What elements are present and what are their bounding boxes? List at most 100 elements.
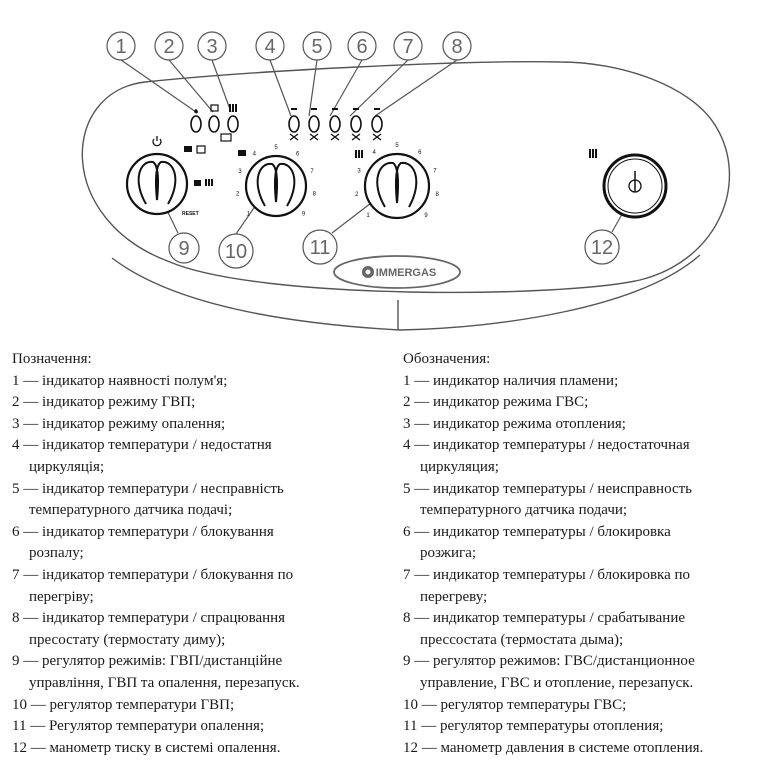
boiler-control-panel-diagram: 1 2 3 4 5 6 7 8 9 10 11 12 [81, 31, 730, 331]
callout-8 [374, 31, 472, 117]
legend-item-text: індикатор температури / блокування по [42, 566, 294, 583]
legend-item: 10 — регулятор температуры ГВС; [403, 695, 765, 717]
pressure-gauge-radiator-icon [589, 149, 597, 158]
callout-8-number: 8 [451, 36, 462, 58]
legend-item: 7 — індикатор температури / блокування п… [12, 565, 392, 587]
dial-tick-label: 2 [236, 192, 240, 198]
circulation-fault-icon [289, 133, 299, 141]
flame-icon [194, 109, 198, 114]
heating-mode-icon [205, 179, 213, 186]
legend-item-number: 2 — [12, 394, 42, 411]
legend-item: 1 — индикатор наличия пламени; [403, 371, 765, 393]
dial-tick-label: 4 [253, 152, 257, 158]
legend-item-text: индикатор температуры / срабатывание [433, 610, 686, 627]
legend-item-number: 12 — [403, 739, 441, 756]
legend-item-text: індикатор режиму опалення; [42, 415, 226, 432]
sensor-fault-icon [309, 133, 319, 141]
flame-indicator-led [190, 115, 202, 133]
callout-3-number: 3 [206, 36, 217, 58]
callout-11-number: 11 [310, 237, 331, 259]
dhw-indicator-led [208, 115, 220, 133]
legend-item-text: індикатор наявності полум'я; [42, 372, 228, 389]
legend-title: Позначення: [12, 349, 392, 371]
tap-icon [210, 104, 219, 112]
legend-item: 2 — індикатор режиму ГВП; [12, 392, 392, 414]
lock-icon [220, 133, 232, 142]
ignition-lock-icon [330, 133, 340, 141]
callout-10-number: 10 [225, 241, 247, 263]
dial-tick-label: 6 [296, 152, 300, 158]
reset-label: RESET [182, 211, 199, 217]
callout-6-number: 6 [356, 36, 367, 58]
brand-logo-text: IMMERGAS [376, 267, 437, 279]
temp-mark-4 [291, 108, 297, 110]
legend-item-text: индикатор режима отопления; [433, 415, 626, 432]
mode-selector-knob[interactable] [125, 152, 189, 216]
dhw-temperature-knob[interactable] [244, 154, 308, 218]
legend-item-number: 5 — [12, 480, 42, 497]
legend-item-text: индикатор температуры / недостаточная [433, 437, 690, 454]
legend-item-number: 9 — [12, 653, 42, 670]
dial-tick-label: 1 [366, 213, 370, 219]
power-icon [152, 136, 162, 147]
dial-tick-label: 4 [373, 150, 377, 156]
legend-item-continuation: розжига; [420, 545, 477, 562]
callout-11 [302, 199, 376, 265]
legend-item: 3 — індикатор режиму опалення; [12, 414, 392, 436]
legend-item-number: 6 — [403, 523, 433, 540]
callout-5-number: 5 [311, 36, 322, 58]
legend-item: 6 — индикатор температуры / блокировка [403, 522, 765, 544]
callout-7-number: 7 [402, 36, 413, 58]
legend-item-continuation: управління, ГВП та опалення, перезапуск. [29, 674, 300, 691]
dial-tick-label: 7 [310, 169, 314, 175]
legend-item-number: 12 — [12, 739, 50, 756]
callout-1 [106, 31, 197, 113]
legend-item: 11 — Регулятор температури опалення; [12, 716, 392, 738]
legend-item-number: 7 — [12, 566, 42, 583]
heating-indicator-led [227, 115, 239, 133]
legend-item-text: регулятор режимов: ГВС/дистанционное [433, 653, 695, 670]
legend-item-number: 1 — [403, 372, 433, 389]
heating-temperature-radiator-icon [355, 150, 363, 158]
pressostat-icon [372, 133, 382, 141]
legend-item: 8 — індикатор температури / спрацювання [12, 608, 392, 630]
legend-item-continuation: перегреву; [420, 588, 488, 605]
radiator-icon [229, 104, 237, 112]
temp-mark-7 [353, 108, 359, 110]
dial-tick-label: 7 [433, 168, 437, 174]
legend-russian: Обозначения: 1 — индикатор наличия пламе… [403, 349, 765, 759]
callout-4-number: 4 [264, 36, 275, 58]
legend-item: 12 — манометр тиску в системі опалення. [12, 738, 392, 760]
temperature-indicator-8-led [371, 115, 383, 133]
legend-title: Обозначения: [403, 349, 765, 371]
legend-item-continuation: температурного датчика подачі; [29, 502, 233, 519]
dial-tick-label: 3 [357, 168, 361, 174]
legend-item: 10 — регулятор температури ГВП; [12, 695, 392, 717]
legend-item-number: 4 — [403, 437, 433, 454]
legend-item-text: индикатор температуры / блокировка [433, 523, 671, 540]
legend-item: 12 — манометр давления в системе отоплен… [403, 738, 765, 760]
legend-item-text: індикатор режиму ГВП; [42, 394, 196, 411]
legend-item-number: 8 — [12, 610, 42, 627]
dhw-temperature-tap-icon [238, 150, 246, 156]
legend-item-number: 1 — [12, 372, 42, 389]
legend-item-text: регулятор температуры отопления; [439, 718, 664, 735]
legend-item-text: манометр давления в системе отопления. [440, 739, 704, 756]
dial-tick-label: 2 [355, 192, 359, 198]
legend-item: 4 — індикатор температури / недостатня [12, 435, 392, 457]
legend-item-text: Регулятор температури опалення; [48, 718, 265, 735]
callout-5 [302, 31, 332, 117]
legend-item: 4 — индикатор температуры / недостаточна… [403, 435, 765, 457]
legend-item: 8 — индикатор температуры / срабатывание [403, 608, 765, 630]
brand-logo: IMMERGAS [333, 255, 461, 289]
legend-item-number: 11 — [12, 718, 49, 735]
legend-item-continuation: управление, ГВС и отопление, перезапуск. [420, 674, 694, 691]
legend-item-number: 4 — [12, 437, 42, 454]
legend-item-continuation: пресостату (термостату диму); [29, 631, 226, 648]
temp-mark-5 [311, 108, 317, 110]
legend-item-text: индикатор наличия пламени; [433, 372, 619, 389]
legend-item: 5 — індикатор температури / несправність [12, 479, 392, 501]
heating-temperature-knob[interactable] [363, 152, 431, 220]
legend-item: 11 — регулятор температуры отопления; [403, 716, 765, 738]
temperature-indicator-6-led [329, 115, 341, 133]
